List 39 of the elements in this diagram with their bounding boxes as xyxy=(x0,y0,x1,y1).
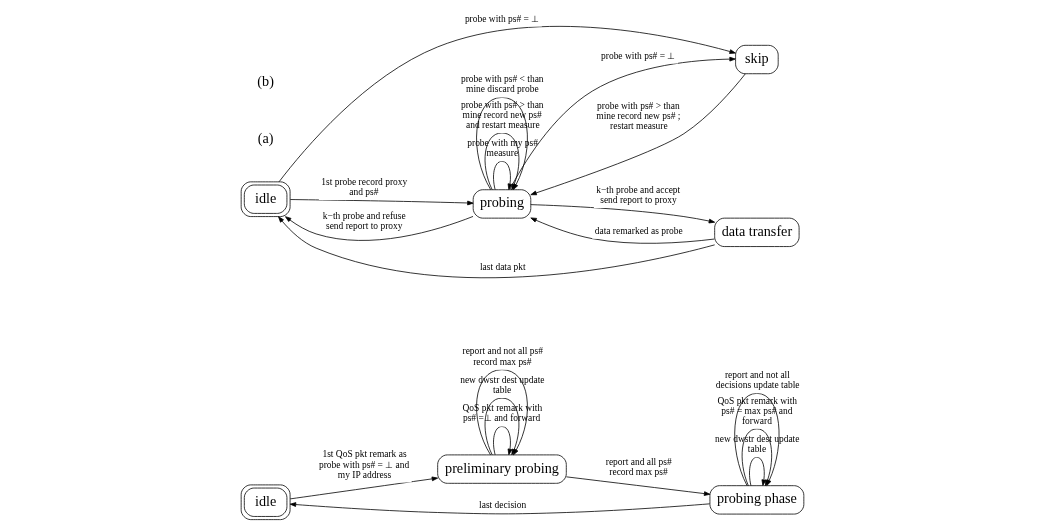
edge-label: probe with ps# > than mine record new ps# and restart measure xyxy=(460,99,544,131)
edge-label: new dwstr dest update table xyxy=(715,433,800,455)
edge-label: report and all ps# record max ps# xyxy=(605,456,672,478)
edge-label: probe with my ps# measure xyxy=(467,138,539,159)
arrow xyxy=(565,476,711,496)
edge-label: probe with ps# > than mine record new ps# ; restart measure xyxy=(596,100,681,132)
edge-label: probe with ps# < than mine discard probe xyxy=(460,74,544,95)
arrow xyxy=(749,456,767,486)
arrow xyxy=(493,160,513,190)
node-box: preliminary probing xyxy=(437,454,567,484)
arrow xyxy=(289,199,474,206)
arrow xyxy=(493,426,513,456)
edge-label: 1st probe record proxy and ps# xyxy=(321,176,408,197)
arrow xyxy=(285,216,474,241)
label: (a) xyxy=(257,129,274,146)
edge-label: probe with ps# = ⊥ xyxy=(464,13,540,24)
arrow xyxy=(278,216,716,279)
arrow xyxy=(530,204,716,224)
arrow xyxy=(278,26,736,183)
arrow xyxy=(530,73,746,196)
node-box: probing phase xyxy=(709,485,805,515)
edge-label: 1st QoS pkt remark as probe with ps# = ⊥ and my IP address xyxy=(318,449,410,480)
edge-label: new dwstr dest update table xyxy=(460,374,545,396)
edge-label: report and not all ps# record max ps# xyxy=(462,346,543,367)
edge-label: probe with ps# = ⊥ xyxy=(601,50,676,61)
edge-label: last decision xyxy=(479,499,527,510)
edge-label: report and not all decisions update table xyxy=(715,370,800,391)
node-box: skip xyxy=(735,44,779,75)
arrow xyxy=(289,502,711,515)
node-box: data transfer xyxy=(714,217,800,247)
node-box: probing xyxy=(472,189,532,219)
edge-label: QoS pkt remark with ps# = max ps# and forward xyxy=(717,395,798,427)
edge-label: last data pkt xyxy=(479,261,526,272)
label: (b) xyxy=(257,72,274,89)
arrow xyxy=(289,476,439,500)
edge-label: k−th probe and refuse send report to proxy xyxy=(322,210,406,231)
edge-label: data remarked as probe xyxy=(594,226,683,237)
edge-label: k−th probe and accept send report to proxy xyxy=(596,184,681,205)
arrow xyxy=(530,217,715,244)
